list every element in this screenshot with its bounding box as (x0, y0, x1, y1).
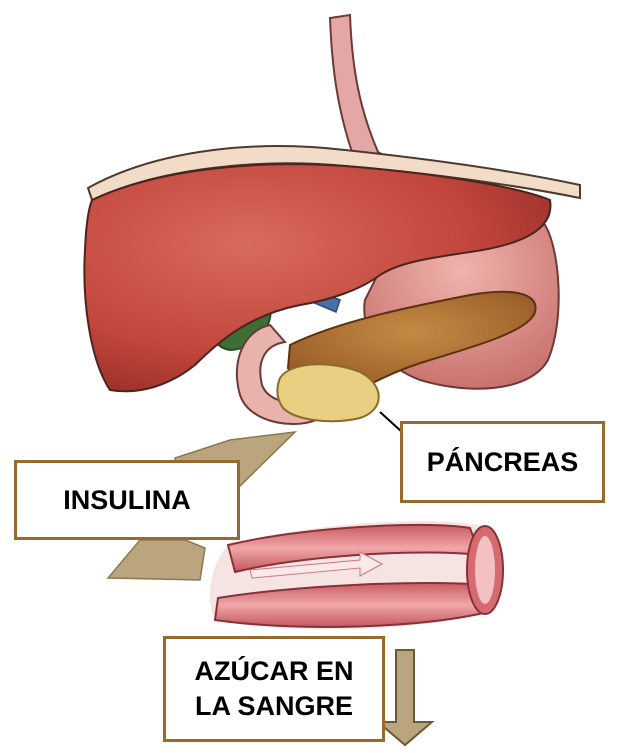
pancreas-pointer-line (380, 412, 402, 432)
insulin-label-text: INSULINA (63, 485, 191, 516)
blood-sugar-label: AZÚCAR EN LA SANGRE (163, 636, 385, 742)
insulin-label: INSULINA (14, 460, 240, 540)
esophagus (330, 15, 392, 162)
blood-sugar-label-line2: LA SANGRE (195, 689, 353, 724)
pancreas-label-text: PÁNCREAS (427, 447, 579, 478)
blood-vessel (210, 521, 503, 629)
arrow-down-icon (378, 650, 432, 745)
blood-sugar-label-line1: AZÚCAR EN (195, 654, 354, 689)
pancreas-label: PÁNCREAS (400, 421, 605, 503)
